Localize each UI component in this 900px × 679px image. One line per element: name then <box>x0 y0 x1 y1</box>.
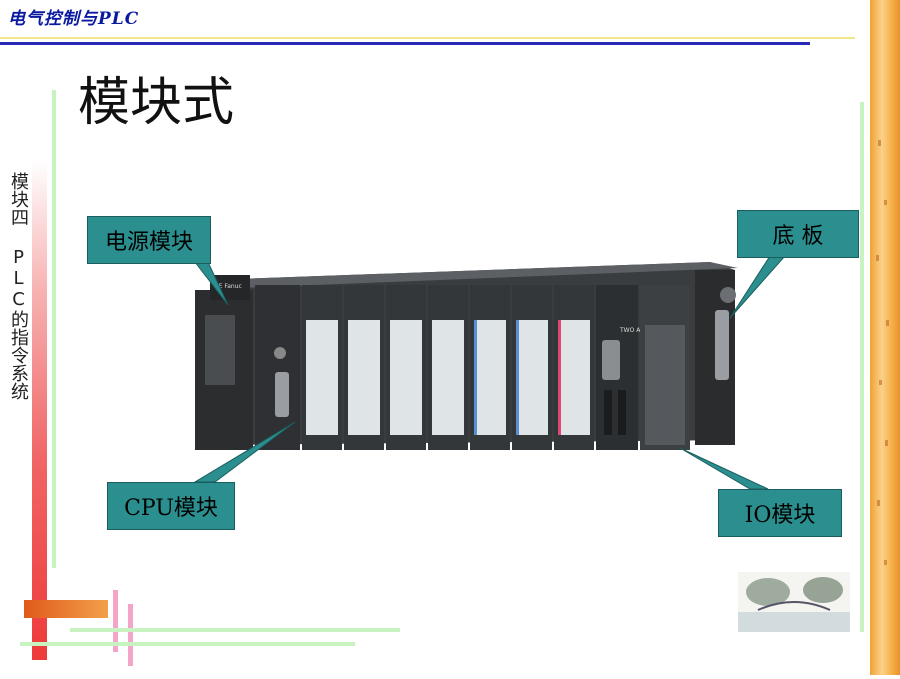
left-red-bar <box>32 160 47 660</box>
base-plate-callout: 底 板 <box>737 210 859 258</box>
cpu-module-shape <box>255 285 300 450</box>
decorative-orange-bar <box>24 600 108 618</box>
header-title: 电气控制与PLC <box>8 9 140 29</box>
decorative-pink-line <box>113 590 118 652</box>
scenery-image <box>738 572 850 632</box>
axis-label: TWO AXIS <box>619 327 650 334</box>
decorative-green-line <box>20 642 355 646</box>
io-module-callout: IO模块 <box>718 489 842 537</box>
brand-label: GE Fanuc <box>214 283 242 290</box>
header-divider-yellow <box>0 37 855 39</box>
plc-rack-image: GE Fanuc TWO AXIS <box>195 262 738 450</box>
io-modules: TWO AXIS <box>302 285 690 450</box>
slide-title: 模块式 <box>78 73 235 133</box>
io-module-label: IO模块 <box>744 503 816 528</box>
base-plate-label: 底 板 <box>772 224 824 249</box>
strip-pattern <box>876 140 889 565</box>
left-green-line <box>52 90 56 568</box>
header-divider-blue <box>0 42 810 45</box>
right-green-line <box>860 102 864 632</box>
cpu-module-callout: CPU模块 <box>107 482 235 530</box>
decorative-green-line <box>70 628 400 632</box>
rack-top <box>210 262 738 288</box>
power-module-callout: 电源模块 <box>87 216 211 264</box>
decorative-pink-line <box>128 604 133 666</box>
side-chapter-label: 模块四 PLC的指令系统 <box>8 172 29 400</box>
right-decorative-strip <box>870 0 900 675</box>
power-module-label: 电源模块 <box>104 230 193 255</box>
cpu-module-label: CPU模块 <box>124 496 218 521</box>
